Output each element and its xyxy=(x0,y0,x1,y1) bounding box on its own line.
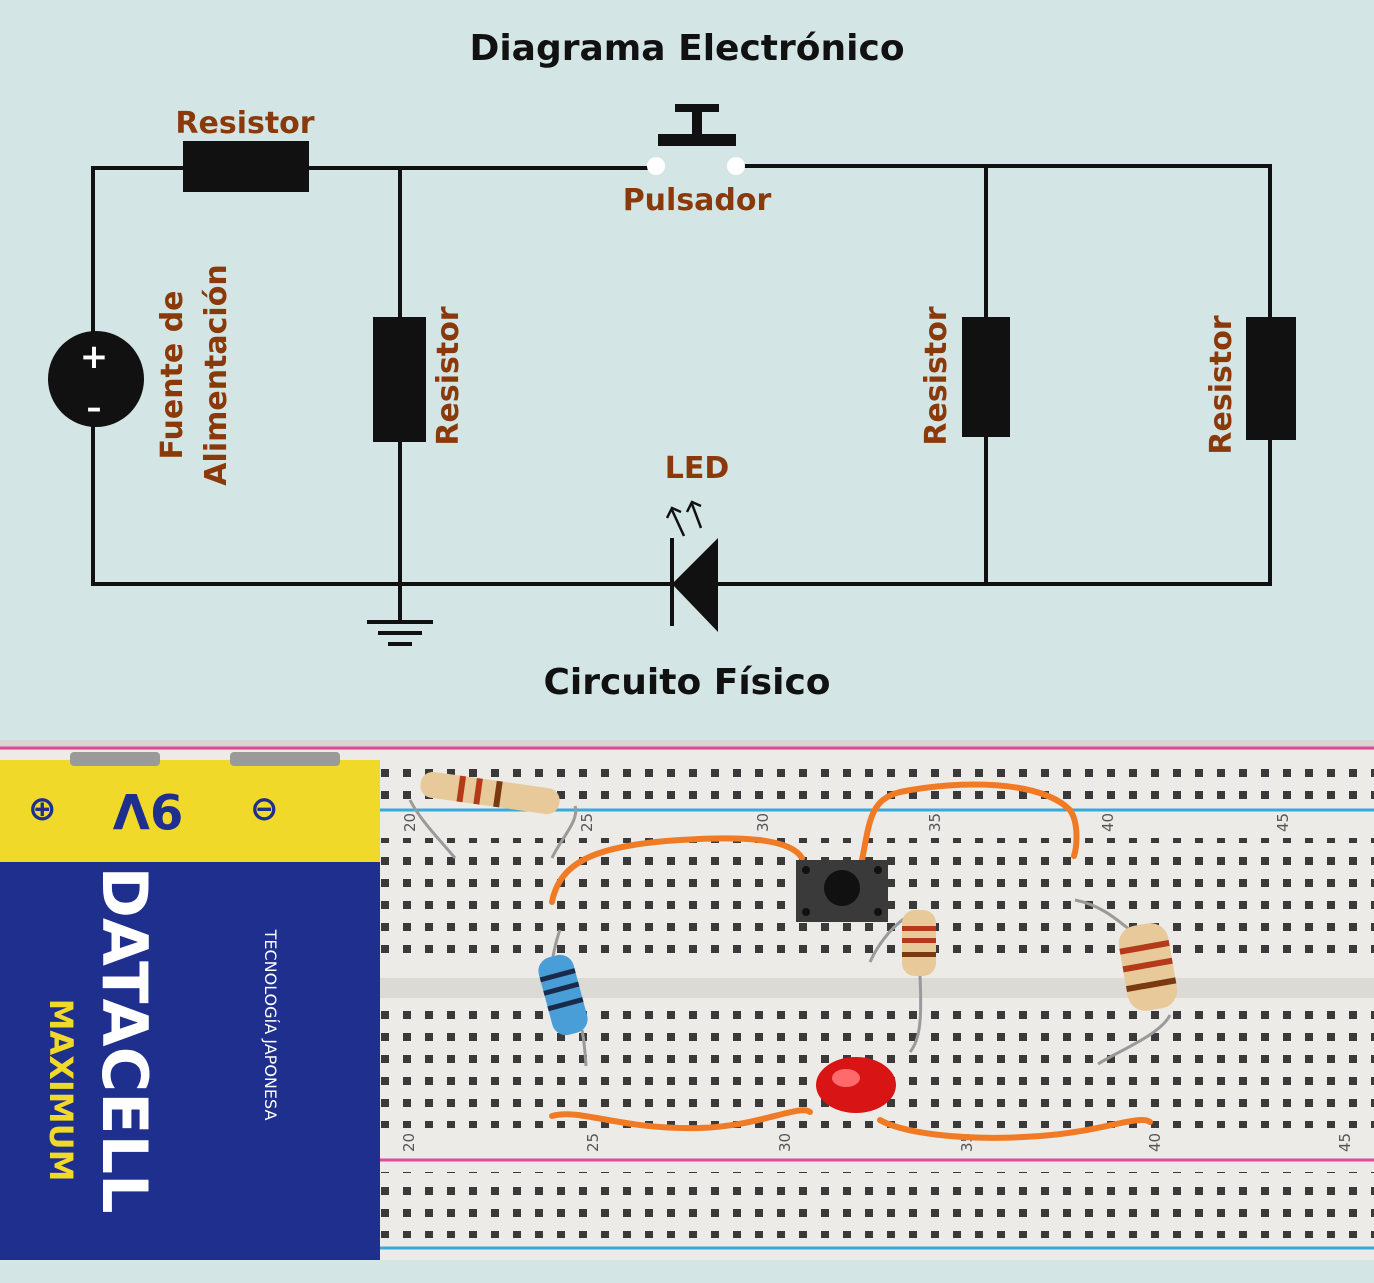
schematic: + – Resistor Pulsador LED Fuente de Alim… xyxy=(48,104,1296,646)
battery-minus-symbol: ⊖ xyxy=(250,789,279,829)
resistor-mid-left-label: Resistor xyxy=(431,306,466,445)
resistor-mid-right xyxy=(962,317,1010,437)
bb-num-bottom-45: 45 xyxy=(1336,1133,1354,1152)
battery-brand: DATACELL xyxy=(88,867,161,1214)
pushbutton-symbol xyxy=(647,104,745,175)
bb-num-top-35: 35 xyxy=(926,813,944,832)
bb-num-top-30: 30 xyxy=(754,813,772,832)
resistor-far-right-label: Resistor xyxy=(1204,315,1239,454)
bb-num-bottom-40: 40 xyxy=(1146,1133,1164,1152)
ground-symbol xyxy=(367,584,433,646)
jumper-wires xyxy=(549,781,1153,1141)
bb-num-top-40: 40 xyxy=(1099,813,1117,832)
diagram-title: Diagrama Electrónico xyxy=(469,28,905,69)
bb-num-top-20: 20 xyxy=(401,813,419,832)
photo-pushbutton xyxy=(796,860,888,922)
circuit-photo: 20 25 30 35 40 45 20 25 30 35 40 45 xyxy=(0,740,1374,1260)
photo-resistor-4 xyxy=(1118,923,1178,1011)
fuente-label-line1: Fuente de xyxy=(155,290,190,459)
battery-sub-brand: MAXIMUM xyxy=(42,999,80,1182)
resistor-top-label: Resistor xyxy=(175,106,314,141)
bb-num-bottom-20: 20 xyxy=(400,1133,418,1152)
bb-num-top-25: 25 xyxy=(578,813,596,832)
battery: ⊕ 9V ⊖ DATACELL MAXIMUM TECNOLOGÍA JAPON… xyxy=(0,752,380,1260)
wires xyxy=(91,164,1272,586)
battery-tagline: TECNOLOGÍA JAPONESA xyxy=(261,929,280,1121)
resistor-far-right xyxy=(1246,317,1296,440)
battery-plus-symbol: ⊕ xyxy=(28,789,57,829)
resistor-top xyxy=(183,141,309,192)
battery-voltage: 9V xyxy=(113,782,184,838)
photo-led xyxy=(816,1057,896,1113)
bb-num-bottom-30: 30 xyxy=(776,1133,794,1152)
source-plus-sign: + xyxy=(80,337,109,377)
bb-num-bottom-25: 25 xyxy=(584,1133,602,1152)
power-source-symbol: + – xyxy=(48,331,144,427)
photo-resistor-1 xyxy=(420,771,560,815)
component-leads xyxy=(408,799,1172,1067)
resistor-mid-right-label: Resistor xyxy=(919,306,954,445)
fuente-label-line2: Alimentación xyxy=(199,264,234,485)
photo-resistor-2-blue xyxy=(538,954,588,1036)
led-symbol xyxy=(665,500,718,632)
source-minus-sign: – xyxy=(87,391,102,426)
photo-resistor-3 xyxy=(902,910,936,976)
resistor-mid-left xyxy=(373,317,426,442)
pulsador-label: Pulsador xyxy=(623,183,772,218)
bb-num-top-45: 45 xyxy=(1274,813,1292,832)
photo-title: Circuito Físico xyxy=(543,662,831,703)
led-label: LED xyxy=(665,451,730,486)
